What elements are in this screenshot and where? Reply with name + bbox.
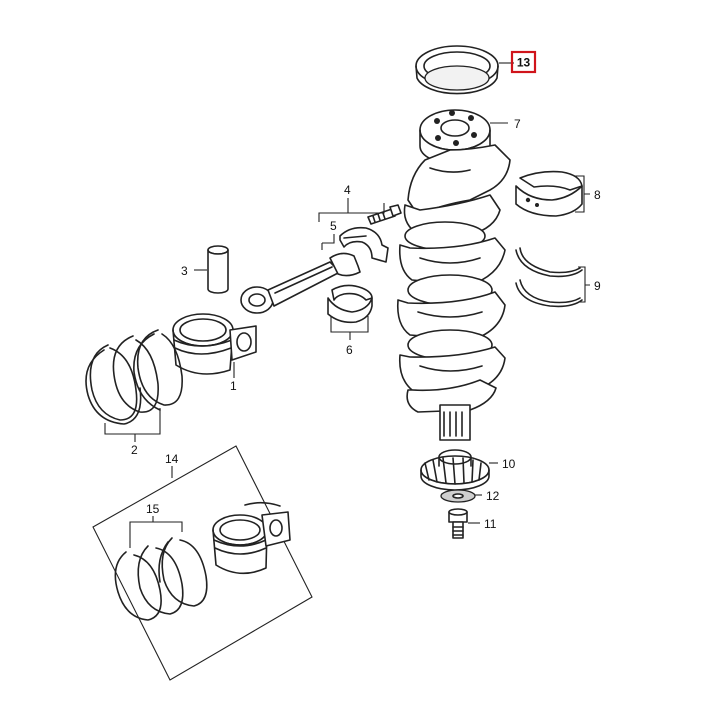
- callout-12: 12: [486, 489, 500, 503]
- washer-part[interactable]: [440, 489, 476, 503]
- piston-conrod-part[interactable]: [172, 252, 361, 375]
- callout-8: 8: [594, 188, 601, 202]
- callout-4: 4: [344, 183, 351, 197]
- main-bearing-upper-part[interactable]: [515, 170, 583, 217]
- callout-3: 3: [181, 264, 188, 278]
- callout-1: 1: [230, 379, 237, 393]
- thrust-washers-part[interactable]: [515, 247, 583, 308]
- conrod-cap-part[interactable]: [339, 226, 389, 263]
- conrod-bolt-part[interactable]: [367, 204, 402, 225]
- callout-15: 15: [146, 502, 160, 516]
- callout-11: 11: [484, 517, 497, 531]
- conrod-bearing-part[interactable]: [327, 284, 373, 324]
- callout-13-highlight[interactable]: 13: [510, 50, 537, 74]
- gear-bolt-part[interactable]: [448, 508, 468, 539]
- callout-2: 2: [131, 443, 138, 457]
- callout-13: 13: [517, 56, 531, 70]
- piston-kit-part[interactable]: [92, 445, 313, 681]
- piston-rings-part[interactable]: [85, 329, 183, 425]
- callout-9: 9: [594, 279, 601, 293]
- crankshaft-part[interactable]: [396, 109, 511, 441]
- crank-gear-part[interactable]: [420, 449, 490, 491]
- callout-6: 6: [346, 343, 353, 357]
- callout-5: 5: [330, 219, 337, 233]
- callout-14: 14: [165, 452, 179, 466]
- piston-pin-part[interactable]: [207, 245, 229, 294]
- callout-7: 7: [514, 117, 521, 131]
- oil-seal-part[interactable]: [415, 45, 499, 95]
- callout-10: 10: [502, 457, 516, 471]
